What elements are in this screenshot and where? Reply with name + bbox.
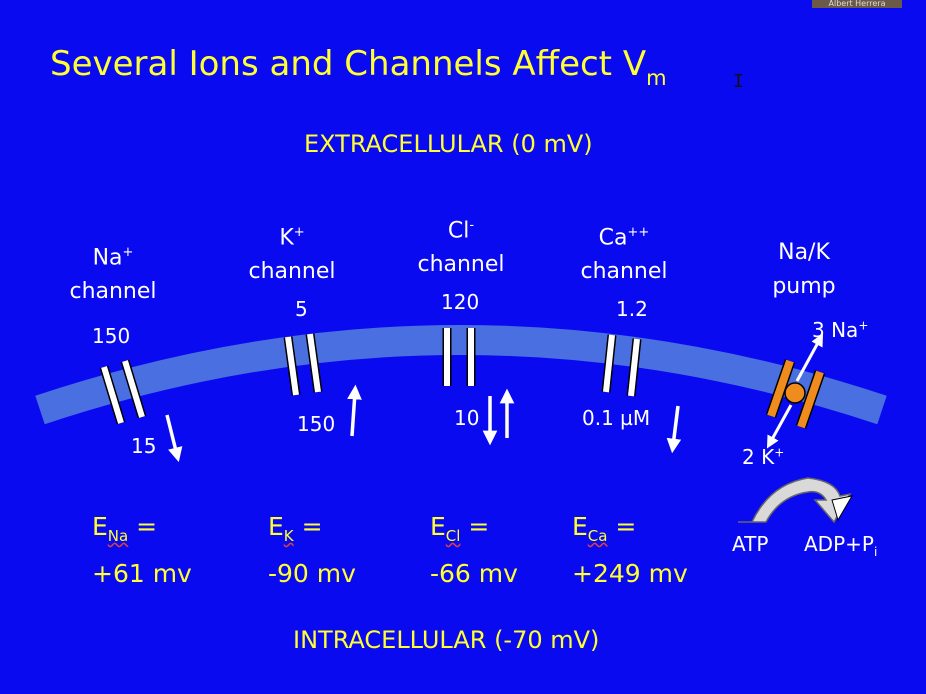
e-ca: ECa =+249 mv xyxy=(572,512,688,588)
adp-label: ADP+Pi xyxy=(804,532,878,559)
e-na: ENa =+61 mv xyxy=(92,512,192,588)
slide-title: Several Ions and Channels Affect Vm xyxy=(50,44,667,90)
extracellular-label: EXTRACELLULAR (0 mV) xyxy=(304,130,593,158)
ca-flux-arrow xyxy=(666,405,682,454)
pump-k-count: 2 K+ xyxy=(742,445,785,469)
nak-pump-shape xyxy=(765,359,826,429)
atp-conversion-arrow-tip xyxy=(831,495,853,522)
na-out-conc: 150 xyxy=(92,324,131,348)
cl-out-conc: 120 xyxy=(441,290,480,314)
atp-label: ATP xyxy=(732,532,769,556)
intracellular-label: INTRACELLULAR (-70 mV) xyxy=(293,626,600,654)
na-channel-shape xyxy=(99,359,147,425)
e-k: EK =-90 mv xyxy=(268,512,356,588)
cell-membrane xyxy=(35,325,887,425)
ca-in-conc: 0.1 µM xyxy=(582,406,651,430)
k-flux-arrow xyxy=(347,384,362,437)
ca-channel-label: Ca++channel xyxy=(580,225,668,285)
text-cursor-icon: I xyxy=(733,71,744,92)
na-flux-arrow xyxy=(165,414,183,463)
ca-channel-shape xyxy=(601,334,642,397)
cl-channel-label: Cl-channel xyxy=(417,218,505,278)
cl-in-conc: 10 xyxy=(454,406,480,430)
pump-k-in-arrow xyxy=(766,404,793,449)
na-in-conc: 15 xyxy=(131,434,157,458)
k-out-conc: 5 xyxy=(295,297,308,321)
cl-channel-shape xyxy=(442,328,476,386)
k-channel-label: K+channel xyxy=(248,225,336,285)
k-channel-shape xyxy=(283,333,323,396)
pump-na-out-arrow xyxy=(795,333,824,382)
ca-out-conc: 1.2 xyxy=(616,297,648,321)
na-channel-label: Na+channel xyxy=(69,245,157,305)
pump-na-count: 3 Na+ xyxy=(812,318,869,342)
e-cl: ECl =-66 mv xyxy=(430,512,518,588)
presenter-badge: Albert Herrera xyxy=(812,0,902,8)
k-in-conc: 150 xyxy=(297,412,336,436)
